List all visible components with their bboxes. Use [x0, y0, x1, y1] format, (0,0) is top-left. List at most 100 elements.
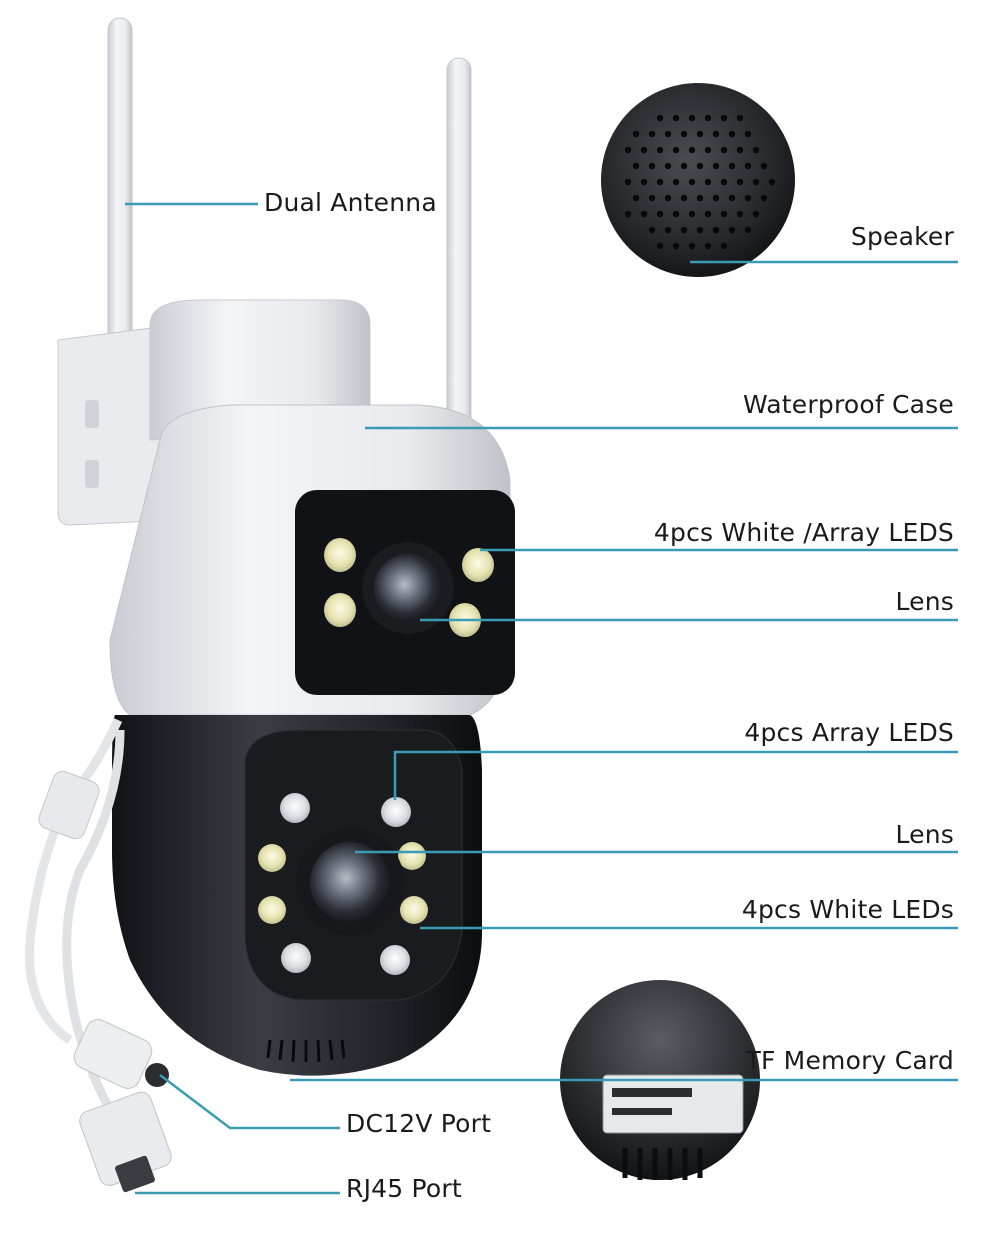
led — [258, 844, 286, 872]
speaker-hole — [752, 210, 760, 218]
leader-dc-port — [159, 1074, 340, 1130]
label-white-leds: 4pcs White LEDs — [741, 895, 954, 924]
speaker-hole — [656, 210, 664, 218]
speaker-hole — [672, 242, 680, 250]
bracket-slot — [85, 400, 99, 428]
led — [258, 896, 286, 924]
speaker-hole — [680, 194, 688, 202]
speaker-hole — [688, 242, 696, 250]
speaker-hole — [648, 130, 656, 138]
label-tf-card: TF Memory Card — [745, 1046, 954, 1075]
speaker-hole — [640, 178, 648, 186]
speaker-hole — [760, 194, 768, 202]
speaker-hole — [712, 130, 720, 138]
speaker-hole — [720, 242, 728, 250]
speaker-hole — [688, 178, 696, 186]
speaker-hole — [656, 114, 664, 122]
speaker-hole — [728, 162, 736, 170]
speaker-hole — [672, 178, 680, 186]
speaker-hole — [624, 178, 632, 186]
speaker-hole — [736, 178, 744, 186]
speaker-hole — [744, 162, 752, 170]
speaker-hole — [744, 130, 752, 138]
speaker-hole — [720, 210, 728, 218]
label-waterproof-case: Waterproof Case — [742, 390, 954, 419]
speaker-hole — [744, 226, 752, 234]
tf-card-label — [612, 1108, 672, 1115]
speaker-hole — [632, 162, 640, 170]
speaker-hole — [640, 210, 648, 218]
speaker-hole — [688, 210, 696, 218]
top-lens — [374, 554, 442, 622]
speaker-hole — [704, 210, 712, 218]
speaker-hole — [720, 114, 728, 122]
label-array-leds: 4pcs Array LEDS — [744, 718, 954, 747]
speaker-hole — [704, 178, 712, 186]
speaker-hole — [672, 210, 680, 218]
led — [324, 538, 356, 572]
speaker-hole — [624, 210, 632, 218]
label-speaker: Speaker — [850, 222, 954, 251]
speaker-hole — [648, 226, 656, 234]
speaker-hole — [736, 114, 744, 122]
speaker-hole — [648, 162, 656, 170]
speaker-hole — [728, 130, 736, 138]
speaker-hole — [704, 146, 712, 154]
speaker-hole — [664, 162, 672, 170]
speaker-hole — [624, 146, 632, 154]
speaker-hole — [656, 242, 664, 250]
speaker-hole — [688, 114, 696, 122]
label-lens-bottom: Lens — [895, 820, 954, 849]
speaker-hole — [688, 146, 696, 154]
speaker-hole — [640, 146, 648, 154]
speaker-hole — [744, 194, 752, 202]
tf-vent — [622, 1148, 703, 1180]
speaker-hole — [656, 178, 664, 186]
dc-connector — [73, 1019, 153, 1089]
speaker-holes — [624, 114, 776, 250]
speaker-hole — [712, 162, 720, 170]
bottom-vent — [266, 1039, 346, 1063]
speaker-hole — [728, 226, 736, 234]
rj45-socket — [115, 1155, 155, 1193]
speaker-hole — [736, 210, 744, 218]
speaker-hole — [664, 130, 672, 138]
led — [462, 548, 494, 582]
speaker-hole — [664, 226, 672, 234]
tf-card — [612, 1088, 692, 1097]
speaker-hole — [696, 162, 704, 170]
speaker-hole — [728, 194, 736, 202]
leader-array-leds — [393, 750, 958, 800]
dc-socket — [145, 1063, 169, 1087]
cable-splitter — [38, 770, 100, 840]
speaker-hole — [752, 178, 760, 186]
speaker-hole — [664, 194, 672, 202]
led — [324, 593, 356, 627]
speaker-hole — [632, 194, 640, 202]
bracket-slot — [85, 460, 99, 488]
tf-card-slot — [602, 1074, 744, 1134]
led — [281, 943, 311, 973]
speaker-hole — [696, 194, 704, 202]
speaker-hole — [712, 194, 720, 202]
speaker-hole — [768, 178, 776, 186]
speaker-hole — [720, 146, 728, 154]
speaker-hole — [672, 114, 680, 122]
speaker-hole — [712, 226, 720, 234]
label-white-array-leds: 4pcs White /Array LEDS — [653, 518, 954, 547]
speaker-hole — [704, 242, 712, 250]
led — [380, 945, 410, 975]
led — [400, 896, 428, 924]
cable — [25, 718, 123, 1044]
bottom-lens — [310, 842, 390, 922]
speaker-hole — [680, 130, 688, 138]
speaker-hole — [672, 146, 680, 154]
callout-lines — [125, 202, 958, 1195]
speaker-hole — [752, 146, 760, 154]
speaker-hole — [720, 178, 728, 186]
speaker-hole — [696, 226, 704, 234]
speaker-hole — [632, 130, 640, 138]
speaker-hole — [656, 146, 664, 154]
